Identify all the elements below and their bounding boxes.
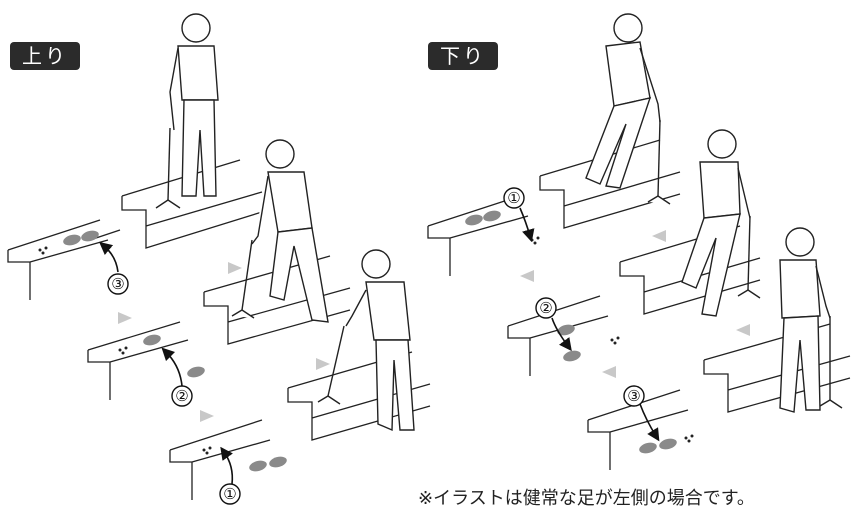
person-figure-down-2 — [681, 129, 761, 317]
section-label-up: 上り — [10, 42, 80, 70]
step-number-up-2: ② — [175, 387, 188, 405]
up-stair-diagram-2 — [87, 321, 189, 400]
person-figure-down-1 — [585, 13, 671, 205]
cane-marker-dots — [38, 246, 212, 455]
step-number-up-3: ③ — [111, 275, 124, 293]
step-number-down-1: ① — [507, 189, 520, 207]
step-number-circles-down — [503, 187, 645, 407]
section-label-down: 下り — [428, 42, 498, 70]
up-stair-diagram-3 — [7, 219, 121, 300]
step-arrows-up — [99, 241, 234, 485]
person-figure-up-3 — [317, 249, 415, 432]
down-staircase-3 — [703, 323, 851, 413]
step-number-down-3: ③ — [627, 387, 640, 405]
step-number-down-2: ② — [539, 299, 552, 317]
person-figure-up-1 — [155, 13, 219, 209]
up-staircase-1 — [121, 159, 263, 249]
person-figure-up-2 — [231, 139, 329, 323]
up-staircase-3 — [287, 351, 431, 441]
step-arrows-down — [519, 207, 660, 442]
step-number-circles-up — [107, 273, 241, 505]
person-figure-down-3 — [779, 227, 843, 413]
step-number-up-1: ① — [223, 485, 236, 503]
down-staircase-2 — [619, 225, 761, 315]
progress-triangles-up — [118, 262, 330, 422]
down-stair-diagram-1 — [427, 195, 529, 276]
footprint-group — [63, 230, 287, 472]
footnote: ※イラストは健常な足が左側の場合です。 — [418, 488, 755, 509]
footprint-group-down — [465, 210, 677, 454]
up-staircase-2 — [203, 255, 351, 345]
up-stair-diagram-1 — [169, 419, 271, 500]
progress-triangles-down — [520, 230, 750, 378]
down-stair-diagram-2 — [507, 295, 609, 376]
